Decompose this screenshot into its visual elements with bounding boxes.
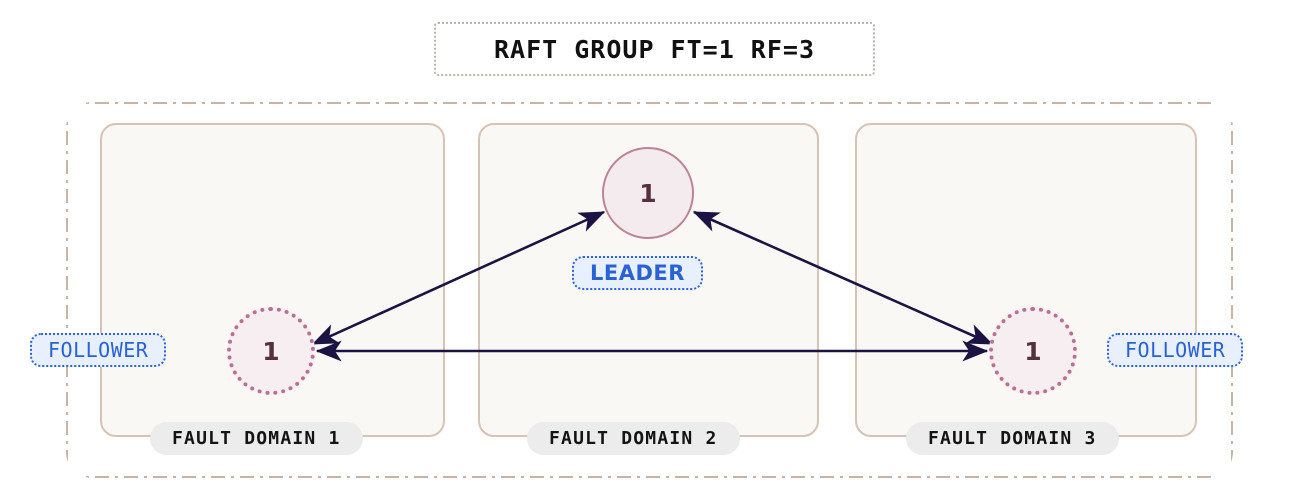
role-badge-follower-left-label: FOLLOWER bbox=[48, 338, 149, 362]
node-follower-1[interactable]: 1 bbox=[227, 307, 315, 395]
node-leader-2[interactable]: 1 bbox=[602, 147, 694, 239]
fault-domain-3-label: FAULT DOMAIN 3 bbox=[906, 422, 1119, 455]
role-badge-leader: LEADER bbox=[572, 256, 703, 290]
role-badge-follower-left: FOLLOWER bbox=[30, 333, 167, 367]
role-badge-follower-right: FOLLOWER bbox=[1107, 333, 1244, 367]
page-title: RAFT GROUP FT=1 RF=3 bbox=[493, 34, 816, 64]
node-follower-3-label: 1 bbox=[1024, 336, 1042, 366]
diagram-title-box: RAFT GROUP FT=1 RF=3 bbox=[434, 22, 875, 76]
fault-domain-1-label: FAULT DOMAIN 1 bbox=[150, 422, 363, 455]
fault-domain-2-label: FAULT DOMAIN 2 bbox=[527, 422, 740, 455]
role-badge-follower-right-label: FOLLOWER bbox=[1125, 338, 1226, 362]
role-badge-leader-label: LEADER bbox=[590, 261, 685, 285]
node-follower-3[interactable]: 1 bbox=[989, 307, 1077, 395]
node-leader-2-label: 1 bbox=[639, 178, 657, 208]
node-follower-1-label: 1 bbox=[262, 336, 280, 366]
